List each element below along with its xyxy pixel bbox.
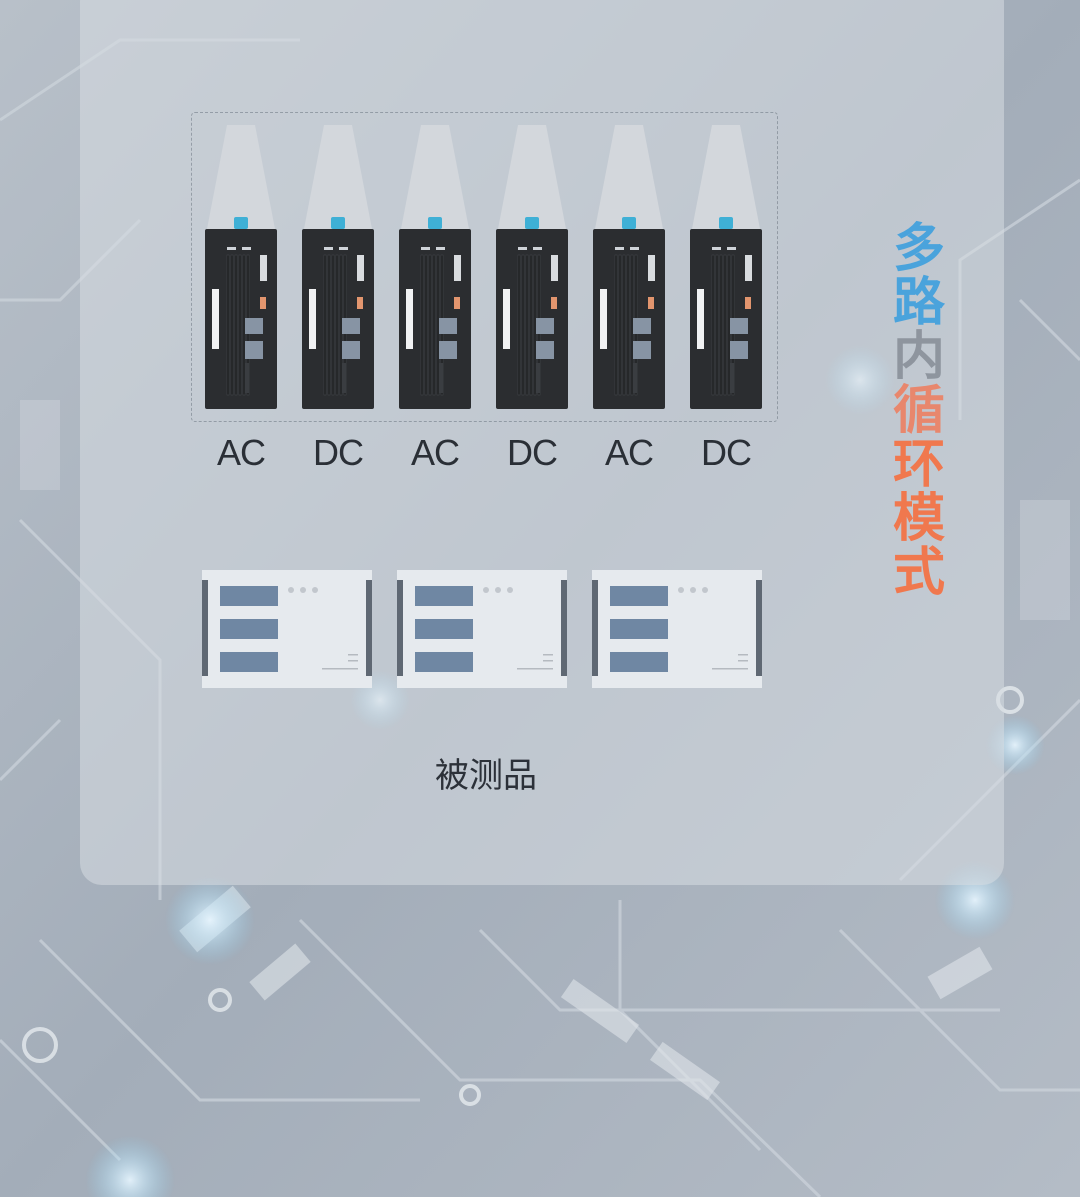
power-unit-4-label: DC [507,432,558,473]
mode-title-char: 多 [892,219,945,279]
mode-title-char: 路 [892,273,945,333]
dut-3-icon [592,570,762,688]
power-unit-3-label: AC [410,432,460,473]
power-unit-1-label: AC [216,432,266,473]
dut-label: 被测品 [435,756,537,796]
mode-title-char: 内 [892,327,945,387]
dut-2-icon [397,570,567,688]
power-unit-6-label: DC [701,432,752,473]
power-unit-3-icon [399,125,471,409]
mode-title-char: 循 [892,381,945,441]
mode-title-char: 环 [892,435,945,495]
power-unit-4-icon [496,125,568,409]
power-unit-6-icon [690,125,762,409]
power-unit-2-icon [302,125,374,409]
mode-title-char: 式 [892,543,945,603]
mode-title-char: 模 [892,489,945,549]
power-unit-5-icon [593,125,665,409]
power-rack-frame [191,112,778,422]
dut-1-icon [202,570,372,688]
mode-title: 多路内循环模式 [888,222,950,600]
power-unit-5-label: AC [604,432,654,473]
power-unit-1-icon [205,125,277,409]
power-unit-2-label: DC [313,432,364,473]
